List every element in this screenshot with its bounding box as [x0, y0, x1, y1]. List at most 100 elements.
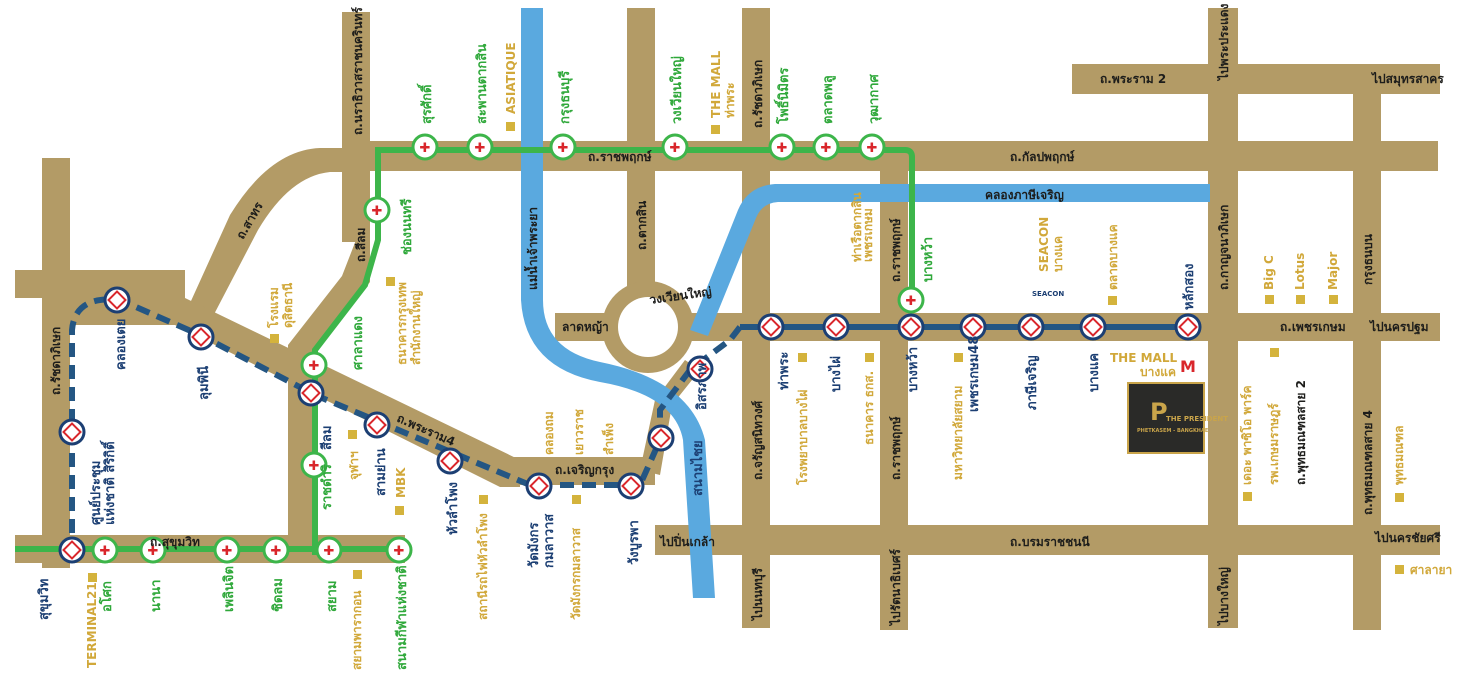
landmark-label: Major	[1326, 252, 1340, 290]
landmark-label: คลองถม	[542, 411, 556, 455]
bts-station-icon[interactable]: ✚	[812, 133, 840, 161]
mrt-station-icon[interactable]	[1017, 313, 1045, 341]
bts-station-icon[interactable]: ✚	[300, 351, 328, 379]
station-label: ราชดำริ	[319, 464, 335, 510]
bts-station-icon[interactable]: ✚	[91, 536, 119, 564]
station-label: อโศก	[98, 581, 115, 612]
road-label: ถ.รัชดาภิเษก	[49, 327, 63, 395]
mrt-blue-line-south	[69, 296, 640, 549]
road-label: ถ.สุขุมวิท	[150, 535, 200, 550]
landmark-label: โรงแรม	[266, 287, 281, 329]
svg-text:✚: ✚	[271, 544, 282, 559]
station-label: สุขุมวิท	[37, 579, 52, 620]
bts-silom-line	[312, 147, 915, 555]
water	[521, 8, 1210, 598]
mrt-station-icon[interactable]	[686, 355, 714, 383]
svg-text:✚: ✚	[372, 204, 383, 219]
road-left-top	[15, 270, 185, 298]
bts-station-icon[interactable]: ✚	[213, 536, 241, 564]
station-label: คลองเตย	[114, 319, 129, 370]
road-label: ถ.ราชพฤกษ์	[588, 150, 652, 164]
bts-station-icon[interactable]: ✚	[385, 536, 413, 564]
landmark-square-icon	[711, 125, 720, 134]
svg-text:✚: ✚	[558, 141, 569, 156]
mrt-station-icon[interactable]	[58, 418, 86, 446]
station-label: ลุมพินี	[196, 366, 212, 400]
road-label: ถ.พระราม 2	[1100, 72, 1166, 86]
landmark-square-icon	[88, 573, 97, 582]
landmark-square-icon	[1265, 295, 1274, 304]
road-label: ลาดหญ้า	[562, 320, 609, 334]
mrt-station-icon[interactable]	[617, 472, 645, 500]
road-lat-ya	[555, 313, 610, 341]
bts-station-icon[interactable]: ✚	[897, 286, 925, 314]
mrt-station-icon[interactable]	[822, 313, 850, 341]
road-label: ถ.นราธิวาสราชนครินทร์	[351, 7, 365, 135]
mrt-station-icon[interactable]	[436, 447, 464, 475]
landmark-square-icon	[270, 334, 279, 343]
mrt-station-icon[interactable]	[363, 411, 391, 439]
road-label: ถ.สีลม	[354, 228, 368, 262]
mrt-station-icon[interactable]	[1079, 313, 1107, 341]
station-label: ศูนย์ประชุมแห่งชาติ สิริกิติ์	[88, 440, 118, 525]
station-label: กรุงธนบุรี	[557, 71, 573, 124]
svg-text:✚: ✚	[394, 544, 405, 559]
road-label: ถ.เพชรเกษม	[1280, 320, 1346, 334]
svg-text:✚: ✚	[309, 459, 320, 474]
station-label: วัดมังกร	[527, 522, 542, 568]
road-label: ถ.รัชดาภิเษก	[751, 60, 765, 128]
bts-station-icon[interactable]: ✚	[315, 536, 343, 564]
road-taksin	[627, 8, 655, 308]
road-label: ไปพระประแดง	[1216, 4, 1231, 82]
mrt-station-icon[interactable]	[1174, 313, 1202, 341]
bts-station-icon[interactable]: ✚	[262, 536, 290, 564]
mrt-station-icon[interactable]	[58, 536, 86, 564]
mrt-station-icon[interactable]	[297, 379, 325, 407]
road-label: ถ.กาญจนาภิเษก	[1217, 205, 1231, 290]
landmark-label: มหาวิทยาลัยสยาม	[951, 386, 965, 480]
the-president-logo[interactable]: P THE PRESIDENT PHETKASEM - BANGKHAE	[1127, 382, 1228, 454]
mrt-station-icon[interactable]	[525, 472, 553, 500]
landmark-square-icon	[353, 570, 362, 579]
president-logo-subtitle: PHETKASEM - BANGKHAE	[1137, 428, 1209, 434]
station-label: สีลม	[319, 426, 335, 451]
mrt-station-icon[interactable]	[959, 313, 987, 341]
bts-station-icon[interactable]: ✚	[466, 133, 494, 161]
bts-station-icon[interactable]: ✚	[549, 133, 577, 161]
mrt-station-icon[interactable]	[647, 424, 675, 452]
road-ratchaphruek-v	[880, 160, 908, 630]
bts-station-icon[interactable]: ✚	[768, 133, 796, 161]
qsncc-line-1: ศูนย์ประชุม	[88, 461, 104, 525]
bts-station-icon[interactable]: ✚	[411, 133, 439, 161]
landmark-label: ดุสิตธานี	[281, 282, 296, 328]
bts-station-icon[interactable]: ✚	[858, 133, 886, 161]
landmark-label: Lotus	[1293, 253, 1307, 290]
station-label: สามย่าน	[374, 448, 389, 496]
bts-station-icon[interactable]: ✚	[300, 451, 328, 479]
bts-station-icon[interactable]: ✚	[661, 133, 689, 161]
station-label: วุฒากาศ	[867, 73, 882, 124]
wongwian-yai-center	[618, 297, 678, 357]
station-label: หลักสอง	[1182, 264, 1197, 311]
landmark-label: ธนาคารกรุงเทพ	[395, 282, 410, 365]
landmark-square-icon	[1270, 348, 1279, 357]
bts-station-icon[interactable]: ✚	[139, 536, 167, 564]
road-label: ไปรัตนาธิเบศร์	[888, 549, 903, 627]
road-phutthamonthon-4	[1353, 80, 1381, 630]
mrt-station-labels: คลองเตย ลุมพินี สีลม สามย่าน หัวลำโพง วั…	[37, 264, 1197, 621]
mrt-station-icon[interactable]	[897, 313, 925, 341]
landmark-label: รพ.เกษมราษฎร์	[1267, 403, 1281, 485]
bts-station-icon[interactable]: ✚	[363, 196, 391, 224]
mrt-station-icon[interactable]	[757, 313, 785, 341]
landmark-labels: ASIATIQUE THE MALL ท่าพระ โรงแรม ดุสิตธา…	[85, 42, 1452, 670]
landmark-label: SEACON	[1037, 217, 1051, 272]
bts-station-labels: สุรศักดิ์ สะพานตากสิน กรุงธนบุรี วงเวียน…	[98, 44, 936, 670]
mrt-station-icon[interactable]	[103, 286, 131, 314]
transit-lines	[15, 147, 1190, 555]
landmark-square-icon	[1329, 295, 1338, 304]
mrt-station-icon[interactable]	[187, 323, 215, 351]
president-logo-title: THE PRESIDENT	[1166, 415, 1228, 423]
landmark-square-icon	[954, 353, 963, 362]
landmark-label: สถานีรถไฟหัวลำโพง	[475, 513, 490, 620]
